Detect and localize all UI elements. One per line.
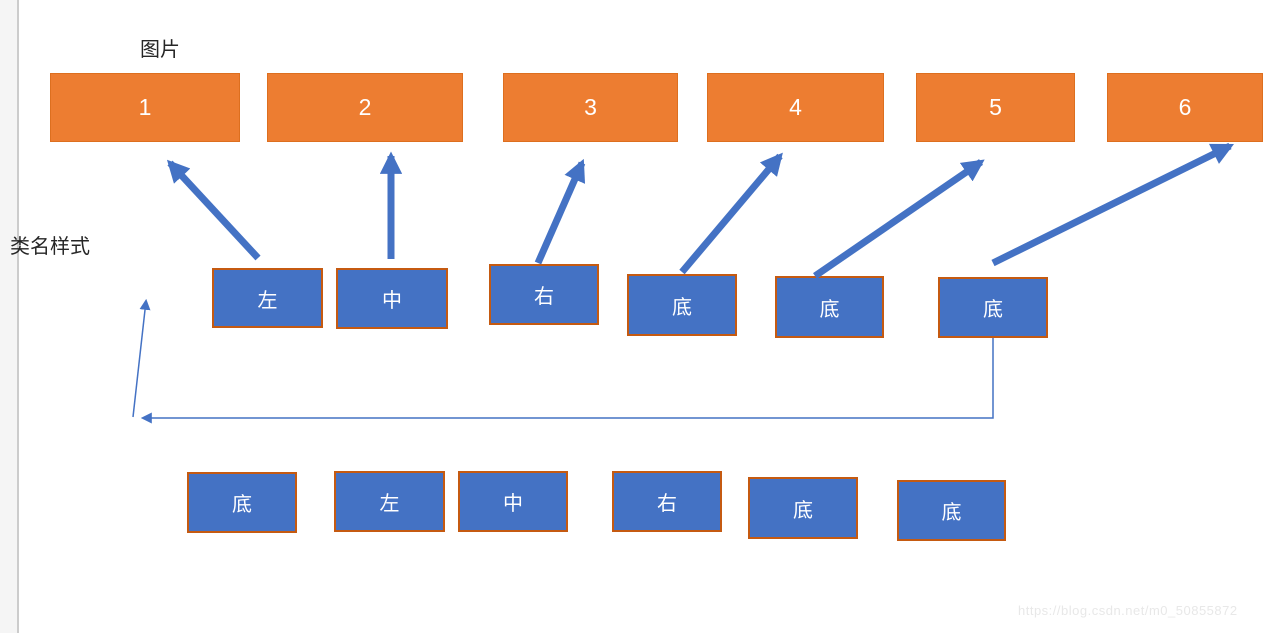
style-box-row2-left: 左 [334,471,445,532]
image-box-1: 1 [50,73,240,142]
style-box-bottom-2: 底 [775,276,884,338]
arrow-bottom2-to-image-5 [813,159,985,279]
image-box-3: 3 [503,73,678,142]
page-left-edge [0,0,19,633]
style-box-row2-right: 右 [612,471,722,532]
arrow-right-to-image-3 [534,158,586,265]
style-box-center: 中 [336,268,448,329]
arrow-bottom1-to-image-4 [679,152,783,275]
csdn-watermark: https://blog.csdn.net/m0_50855872 [1018,603,1238,618]
image-box-2: 2 [267,73,463,142]
connector-loop-back-line [140,338,994,424]
style-box-row2-bottom-1: 底 [187,472,297,533]
style-box-bottom-3: 底 [938,277,1048,338]
images-title-label: 图片 [140,39,180,61]
image-box-5: 5 [916,73,1075,142]
style-box-row2-center: 中 [458,471,568,532]
image-box-4: 4 [707,73,884,142]
image-box-6: 6 [1107,73,1263,142]
arrow-left-to-image-1 [166,159,261,261]
style-box-row2-bottom-2: 底 [748,477,858,539]
style-box-bottom-1: 底 [627,274,737,336]
style-box-row2-bottom-3: 底 [897,480,1006,541]
class-style-title-label: 类名样式 [10,236,90,258]
style-box-right: 右 [489,264,599,325]
connector-loop-up-line [132,298,151,418]
style-box-left: 左 [212,268,323,328]
arrow-bottom3-to-image-6 [991,142,1235,267]
